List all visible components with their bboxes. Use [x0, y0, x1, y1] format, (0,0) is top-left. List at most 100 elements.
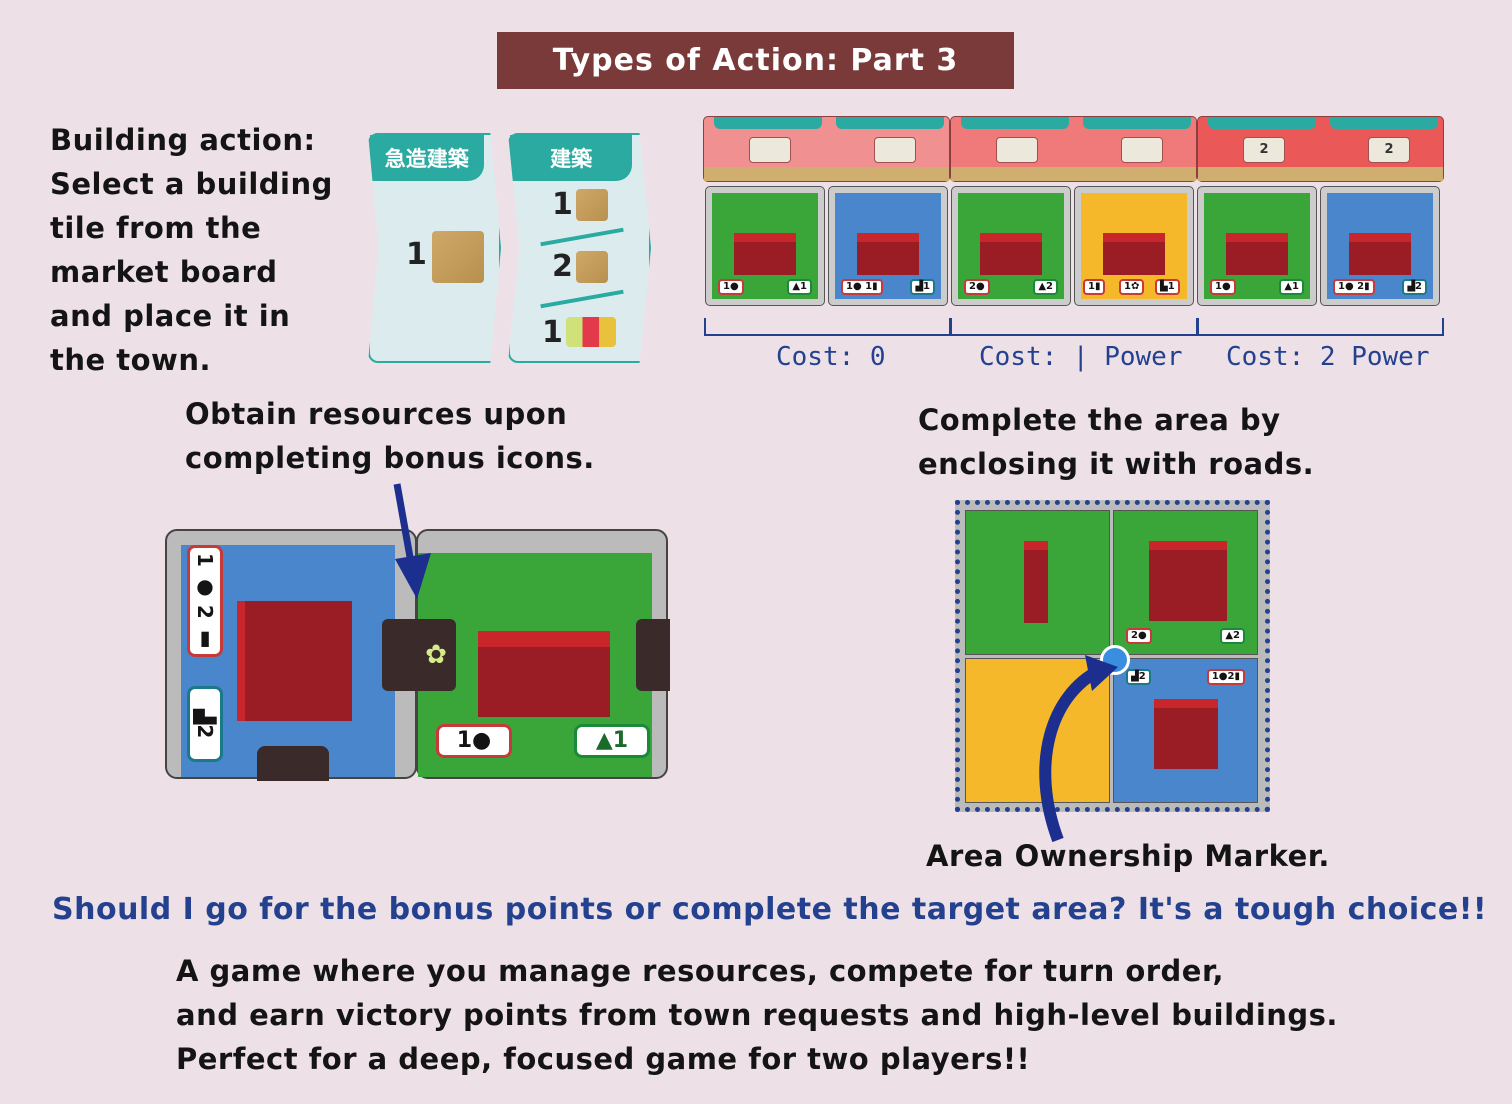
divider: [540, 227, 624, 247]
text-line: A game where you manage resources, compe…: [176, 954, 1225, 988]
text-line: enclosing it with roads.: [918, 447, 1315, 481]
highlight-text: Should I go for the bonus points or comp…: [52, 892, 1488, 927]
meeple-icon: [1121, 137, 1163, 163]
text-line: completing bonus icons.: [185, 441, 595, 475]
teal-tab: [1330, 117, 1439, 129]
wood-icon: [432, 231, 484, 283]
card-header: 急造建築: [370, 135, 484, 181]
points-badge: ▲1: [574, 724, 650, 758]
text-line: and place it in: [50, 299, 291, 333]
market-tile[interactable]: 1▮ 1✿ ▙1: [1074, 186, 1194, 306]
tile-badge: 1▮: [1083, 279, 1106, 295]
market-tile[interactable]: 1●▲1: [1197, 186, 1317, 306]
market-tile[interactable]: 1● 2▮ ▟2: [1320, 186, 1440, 306]
text-line: Obtain resources upon: [185, 397, 568, 431]
resource-badge: 2●: [1126, 628, 1152, 644]
swap-icon: [874, 137, 916, 163]
bonus-half-flower: [382, 619, 422, 691]
cost-label-1: Cost: | Power: [979, 342, 1183, 372]
card-header: 建築: [510, 135, 633, 181]
wood-strip: [1198, 167, 1443, 181]
teal-tab: [713, 117, 822, 129]
market-row-top: [703, 116, 950, 182]
teal-tab: [1083, 117, 1192, 129]
tile-badge: 1✿: [1119, 279, 1145, 295]
teal-tab: [836, 117, 945, 129]
tile-badge: ▙1: [1155, 279, 1180, 295]
tile-blue: ▟2 1●2▮: [1113, 658, 1258, 803]
building-icon: [1024, 541, 1048, 623]
building-icon: [478, 631, 610, 717]
text-line: market board: [50, 255, 278, 289]
area-example: 2● ▲2 ▟2 1●2▮: [955, 500, 1270, 843]
rush-build-card: 急造建築 1: [368, 133, 501, 363]
swap-icon: [749, 137, 791, 163]
cost-number: 1: [552, 187, 573, 222]
text-line: tile from the: [50, 211, 262, 245]
market-row-top: [950, 116, 1197, 182]
tile-badge: 1●: [718, 279, 744, 295]
bonus-half-meeple: ✿: [416, 619, 456, 691]
market-tile[interactable]: 1● 1▮▟1: [828, 186, 948, 306]
building-icon: [1349, 233, 1411, 275]
meeple-icon: 2: [1368, 137, 1410, 163]
text-line: Complete the area by: [918, 403, 1281, 437]
building-icon: [1103, 233, 1165, 275]
resource-badge: 1 ● 2 ▮: [187, 545, 223, 657]
cost-number: 1: [542, 315, 563, 350]
resource-badge: 1●: [436, 724, 512, 758]
text-line: Select a building: [50, 167, 333, 201]
market-tile[interactable]: 2● ▲2: [951, 186, 1071, 306]
text-line: Building action:: [50, 123, 316, 157]
tile-badge: 1● 2▮: [1333, 279, 1375, 295]
tile-green: 2● ▲2: [1113, 510, 1258, 655]
cost-label-2: Cost: 2 Power: [1226, 342, 1430, 372]
tile-badge: ▟2: [1402, 279, 1427, 295]
wood-icon: [576, 189, 608, 221]
text-line: and earn victory points from town reques…: [176, 998, 1338, 1032]
teal-tab: [960, 117, 1069, 129]
building-icon: [857, 233, 919, 275]
points-badge: ▟2: [1126, 669, 1151, 685]
bonus-half-gold: [257, 746, 329, 781]
summary-text: A game where you manage resources, compe…: [176, 949, 1338, 1081]
wood-icon: [576, 251, 608, 283]
tile-badge: ▲1: [787, 279, 812, 295]
wood-strip: [704, 167, 949, 181]
building-tile-blue: 1 ● 2 ▮ ▟2: [165, 529, 422, 781]
divider: [540, 289, 624, 309]
resource-badge: 1●2▮: [1206, 669, 1245, 685]
bonus-example-tiles: 1 ● 2 ▮ ▟2 ✿ 1● ▲1: [165, 483, 670, 781]
building-icon: [980, 233, 1042, 275]
tile-badge: 2●: [964, 279, 990, 295]
tile-badge: 1●: [1210, 279, 1236, 295]
building-icon: [1154, 699, 1218, 769]
points-badge: ▲2: [1220, 628, 1245, 644]
tile-green: [965, 510, 1110, 655]
meeple-icon: 2: [1243, 137, 1285, 163]
bonus-caption: Obtain resources upon completing bonus i…: [185, 392, 595, 480]
market-tile[interactable]: 1● ▲1: [705, 186, 825, 306]
text-line: the town.: [50, 343, 212, 377]
teal-tab: [1207, 117, 1316, 129]
building-icon: [734, 233, 796, 275]
building-action-text: Building action: Select a building tile …: [50, 118, 333, 382]
any-resource-icon: [566, 317, 616, 347]
meeple-icon: [996, 137, 1038, 163]
arrow-icon: [393, 483, 431, 599]
points-badge: ▟2: [187, 686, 223, 762]
building-icon: [237, 601, 352, 721]
build-card: 建築 1 2 1: [508, 133, 651, 363]
bracket: [1197, 318, 1444, 336]
bracket: [704, 318, 951, 336]
tile-badge: ▟1: [910, 279, 935, 295]
wood-strip: [951, 167, 1196, 181]
area-caption: Complete the area by enclosing it with r…: [918, 398, 1314, 486]
tile-badge: ▲2: [1033, 279, 1058, 295]
building-icon: [1226, 233, 1288, 275]
bracket: [950, 318, 1198, 336]
text-line: Perfect for a deep, focused game for two…: [176, 1042, 1031, 1076]
cost-number: 1: [406, 237, 427, 272]
